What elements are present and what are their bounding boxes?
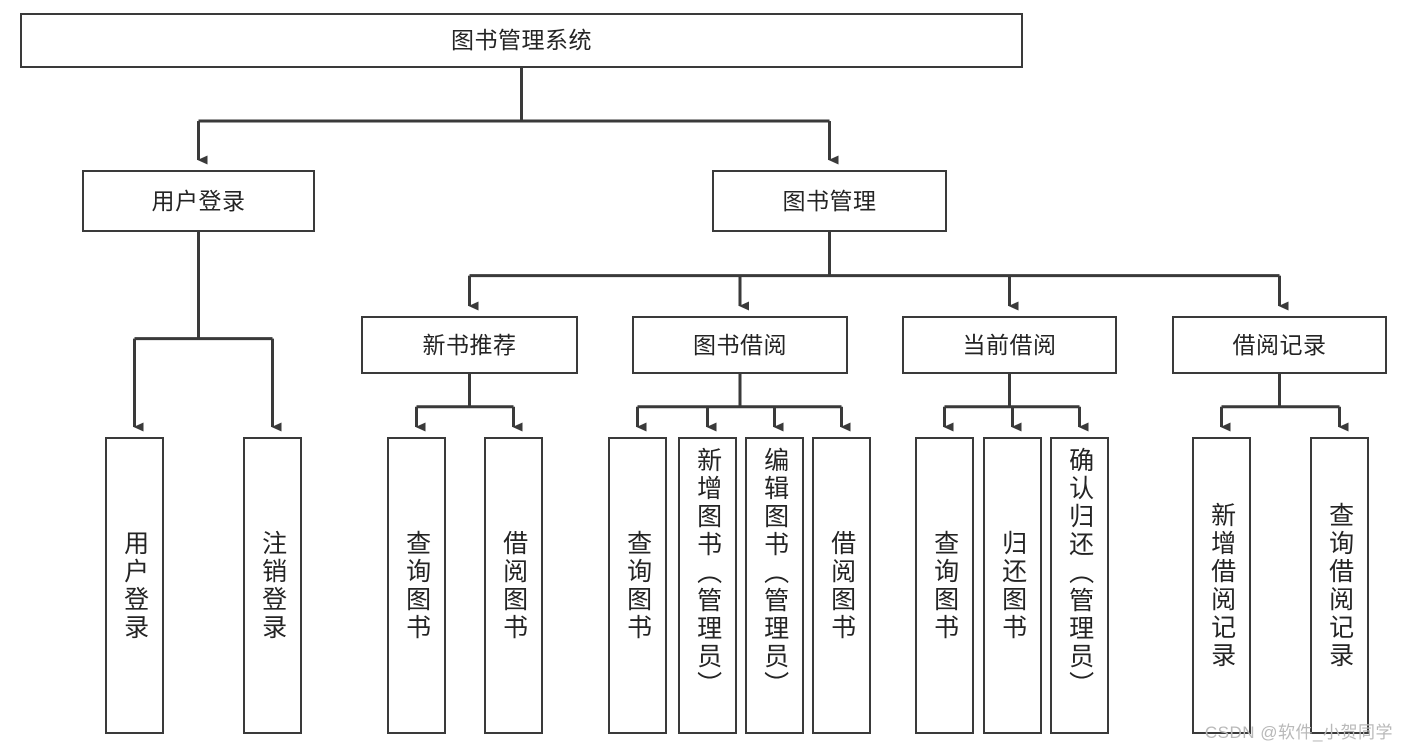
node-leaf-borrow-book-1-label: 借阅图书 <box>499 529 528 642</box>
node-leaf-user-login[interactable]: 用户登录 <box>105 437 164 734</box>
node-leaf-user-login-label: 用户登录 <box>120 529 149 642</box>
node-leaf-edit-book[interactable]: 编辑图书（管理员） <box>745 437 804 734</box>
node-leaf-borrow-book-2[interactable]: 借阅图书 <box>812 437 871 734</box>
node-new-book-recommend[interactable]: 新书推荐 <box>361 316 578 374</box>
node-leaf-query-book-2[interactable]: 查询图书 <box>608 437 667 734</box>
node-leaf-query-record[interactable]: 查询借阅记录 <box>1310 437 1369 734</box>
node-leaf-query-book-3-label: 查询图书 <box>930 529 959 642</box>
node-borrow-record[interactable]: 借阅记录 <box>1172 316 1387 374</box>
node-leaf-query-book-1-label: 查询图书 <box>402 529 431 642</box>
node-leaf-add-record[interactable]: 新增借阅记录 <box>1192 437 1251 734</box>
node-leaf-query-book-1[interactable]: 查询图书 <box>387 437 446 734</box>
node-leaf-confirm-return-label: 确认归还（管理员） <box>1065 447 1094 699</box>
node-leaf-add-record-label: 新增借阅记录 <box>1207 501 1236 670</box>
node-current-borrow-label: 当前借阅 <box>962 331 1057 358</box>
node-leaf-logout-label: 注销登录 <box>258 529 287 642</box>
node-leaf-logout[interactable]: 注销登录 <box>243 437 302 734</box>
node-new-book-recommend-label: 新书推荐 <box>422 331 517 358</box>
node-leaf-borrow-book-2-label: 借阅图书 <box>827 529 856 642</box>
node-root-label: 图书管理系统 <box>451 27 592 53</box>
csdn-watermark: CSDN @软件_小贺同学 <box>1204 723 1393 742</box>
node-leaf-borrow-book-1[interactable]: 借阅图书 <box>484 437 543 734</box>
node-leaf-add-book[interactable]: 新增图书（管理员） <box>678 437 737 734</box>
node-book-manage-label: 图书管理 <box>782 187 877 214</box>
node-leaf-return-book[interactable]: 归还图书 <box>983 437 1042 734</box>
node-leaf-query-record-label: 查询借阅记录 <box>1325 501 1354 670</box>
node-root[interactable]: 图书管理系统 <box>20 13 1023 68</box>
node-leaf-query-book-2-label: 查询图书 <box>623 529 652 642</box>
node-book-borrow[interactable]: 图书借阅 <box>632 316 848 374</box>
node-user-login-label: 用户登录 <box>151 187 246 214</box>
node-book-borrow-label: 图书借阅 <box>693 331 787 358</box>
node-leaf-return-book-label: 归还图书 <box>998 529 1027 642</box>
node-current-borrow[interactable]: 当前借阅 <box>902 316 1117 374</box>
node-leaf-add-book-label: 新增图书（管理员） <box>693 447 722 699</box>
node-leaf-edit-book-label: 编辑图书（管理员） <box>760 447 789 699</box>
node-book-manage[interactable]: 图书管理 <box>712 170 947 232</box>
node-leaf-confirm-return[interactable]: 确认归还（管理员） <box>1050 437 1109 734</box>
node-borrow-record-label: 借阅记录 <box>1232 331 1327 358</box>
node-user-login[interactable]: 用户登录 <box>82 170 315 232</box>
node-leaf-query-book-3[interactable]: 查询图书 <box>915 437 974 734</box>
